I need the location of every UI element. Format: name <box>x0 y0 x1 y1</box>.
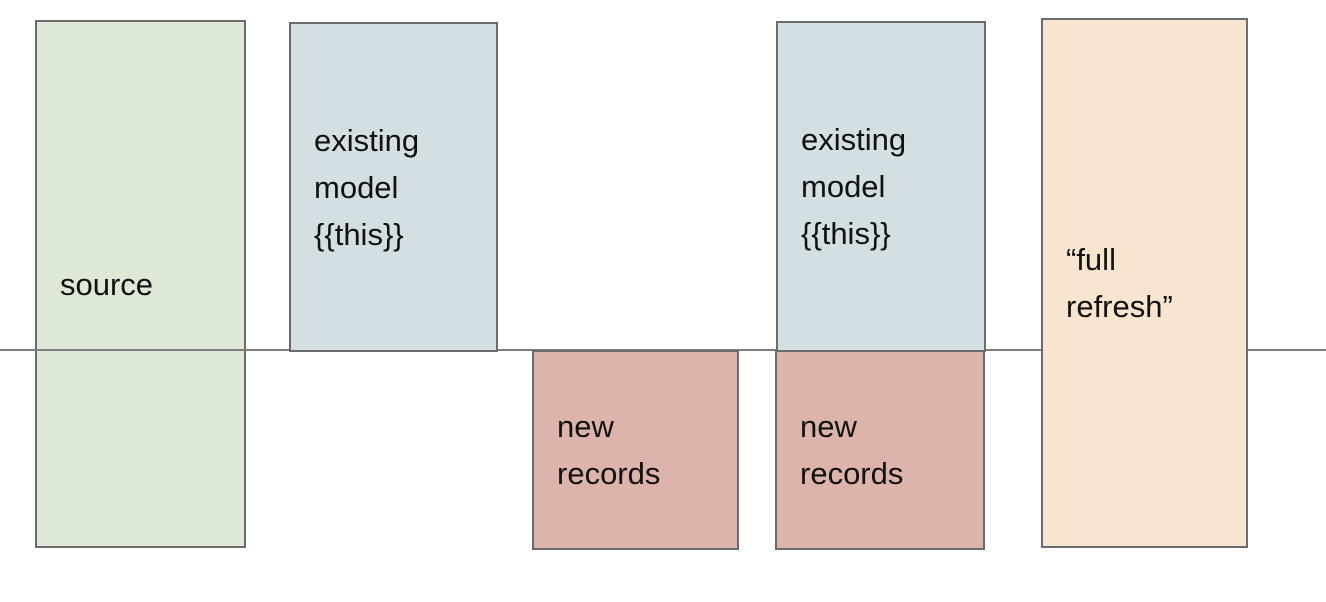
box-existing-model-1: existing model {{this}} <box>289 22 498 352</box>
box-existing-model-1-label: existing model {{this}} <box>314 122 420 252</box>
box-new-records-1-label: new records <box>557 409 661 491</box>
box-new-records-2-label: new records <box>800 409 904 491</box>
box-existing-model-2-label: existing model {{this}} <box>801 122 907 251</box>
box-new-records-2: new records <box>775 350 985 550</box>
box-full-refresh-label: “full refresh” <box>1066 242 1173 324</box>
box-source: source <box>35 20 246 548</box>
box-source-label: source <box>60 266 154 302</box>
box-new-records-1: new records <box>532 350 739 550</box>
box-existing-model-2: existing model {{this}} <box>776 21 986 352</box>
box-full-refresh: “full refresh” <box>1041 18 1248 548</box>
